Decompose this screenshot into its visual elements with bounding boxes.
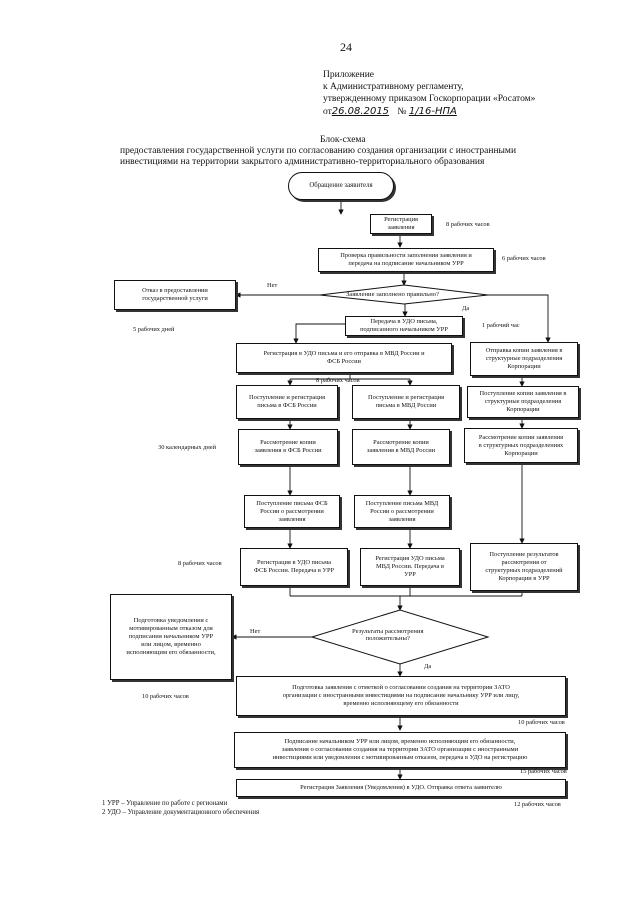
decision-question: Заявление заполнено правильно? [346,291,439,298]
final-reg-node: Регистрация Заявления (Уведомления) в УД… [236,779,566,797]
chart-subtitle-line2: инвестициями на территории закрытого адм… [120,157,485,167]
time-label: 8 рабочих часов [316,377,360,384]
time-label: 6 рабочих часов [502,255,546,262]
chart-title: Блок-схема [320,135,366,145]
appendix-line1: Приложение [323,70,374,80]
send-copy-node: Отправка копии заявления в структурные п… [470,342,578,376]
time-label: 8 рабочих часов [178,560,222,567]
review-fsb-node: Рассмотрение копии заявления в ФСБ Росси… [238,429,338,465]
start-node: Обращение заявителя [288,172,394,200]
branch-no-label: Нет [267,282,278,289]
appendix-line4: от26.08.2015 № 1/16-НПА [323,106,457,117]
branch-yes-label: Да [424,663,432,670]
prep-approval-node: Подготовка заявления с отметкой о соглас… [236,676,566,716]
footnote-1: 1 УРР – Управление по работе с регионами [102,800,228,807]
registration-node: Регистрация заявления [370,214,432,234]
appendix-date: 26.08.2015 [331,106,390,117]
time-label: 12 рабочих часов [514,801,561,808]
page-number: 24 [340,40,352,54]
review-mvd-node: Рассмотрение копии заявления в МВД Росси… [352,429,450,465]
branch-no-label: Нет [250,628,261,635]
check-node: Проверка правильности заполнения заявлен… [318,248,494,272]
receipt-fsb-node: Поступление и регистрация письма в ФСБ Р… [236,385,338,419]
reg-fsb-letter-node: Регистрация в УДО письма ФСБ России. Пер… [240,548,348,586]
letter-mvd-node: Поступление письма МВД России о рассмотр… [354,495,450,528]
appendix-line3: утвержденному приказом Госкорпорации «Ро… [323,94,536,104]
appendix-line2: к Административному регламенту, [323,82,464,92]
refusal-node: Отказ в предоставлении государственной у… [114,280,236,310]
branch-yes-label: Да [462,305,470,312]
appendix-number-sign: № [397,107,407,117]
appendix-number: 1/16-НПА [408,106,457,117]
reg-mvd-letter-node: Регистрация УДО письма МВД России. Перед… [360,548,460,586]
time-label: 15 рабочих часов [520,768,567,775]
receipt-mvd-node: Поступление и регистрация письма в МВД Р… [352,385,460,419]
footnote-2: 2 УДО – Управление документационного обе… [102,809,260,816]
results-corp-node: Поступление результатов рассмотрения от … [470,543,578,591]
letter-fsb-node: Поступление письма ФСБ России о рассмотр… [244,495,340,528]
review-corp-node: Рассмотрение копии заявления в структурн… [464,428,578,463]
time-label: 1 рабочий час [482,322,520,329]
time-label: 5 рабочих дней [133,326,175,333]
reg-udo-send-node: Регистрация в УДО письма и его отправка … [236,343,452,373]
appendix-from: от [323,107,332,117]
transfer-udo-node: Передача в УДО письма, подписанного нача… [345,316,463,336]
time-label: 8 рабочих часов [446,221,490,228]
notice-refusal-node: Подготовка уведомления с мотивированным … [110,594,232,680]
time-label: 10 рабочих часов [518,719,565,726]
signing-node: Подписание начальником УРР или лицом, вр… [234,732,566,768]
time-label: 10 рабочих часов [142,693,189,700]
receipt-copy-node: Поступление копии заявления в структурны… [467,386,579,418]
decision2-question: Результаты рассмотрения положительны? [352,628,424,642]
chart-subtitle-line1: предоставления государственной услуги по… [120,146,517,156]
time-label: 30 календарных дней [158,444,217,451]
